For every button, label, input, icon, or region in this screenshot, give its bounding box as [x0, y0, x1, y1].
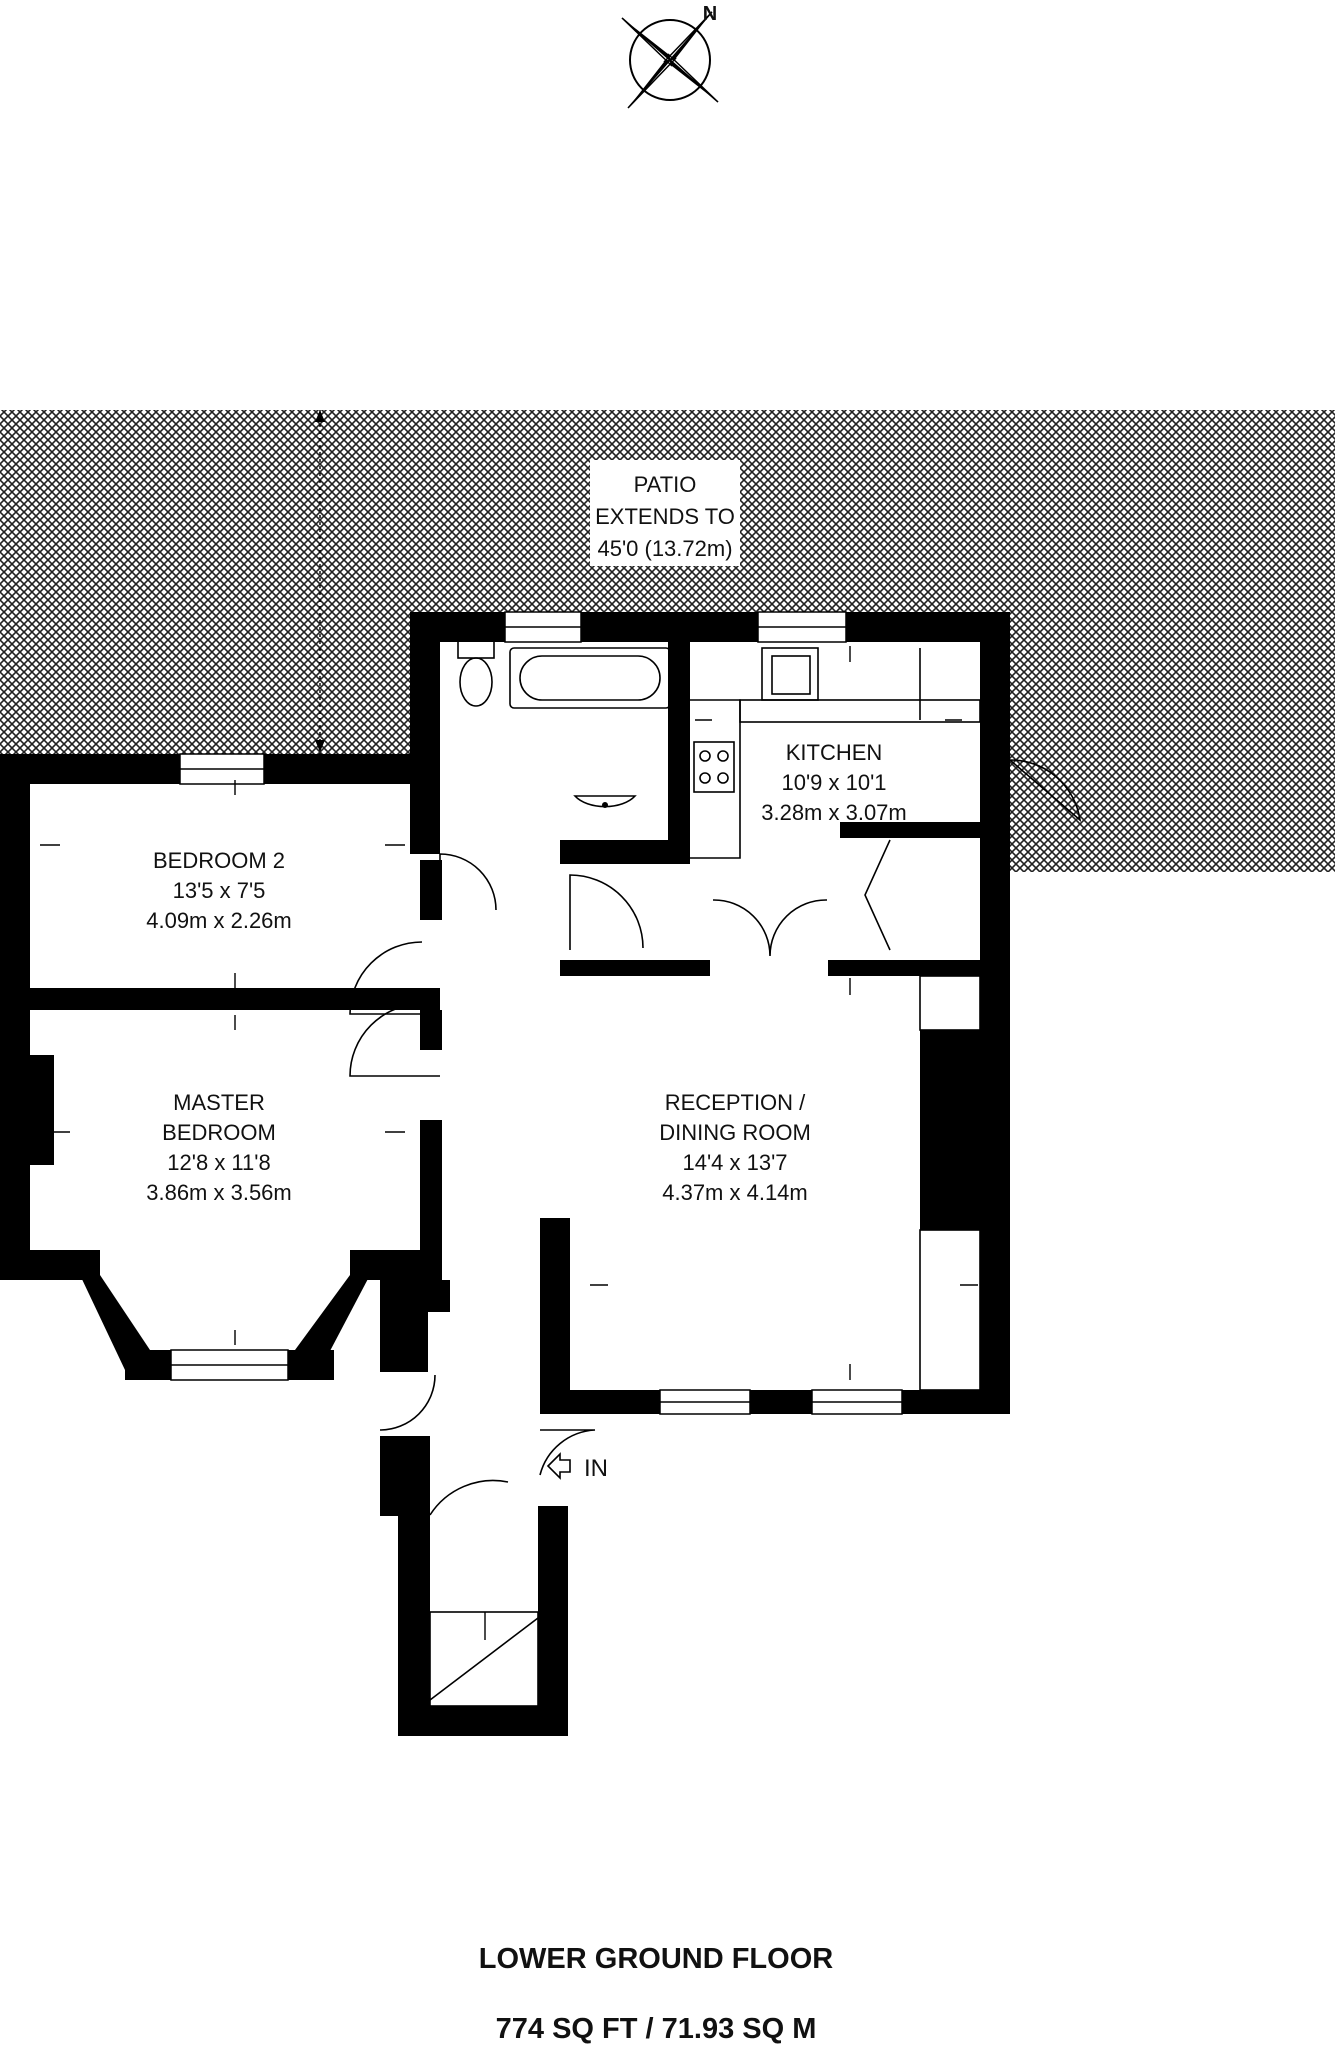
kitchen-metric: 3.28m x 3.07m [761, 800, 907, 825]
bathroom-fixtures [457, 639, 671, 808]
master-name-line2: BEDROOM [162, 1120, 276, 1145]
reception-label: RECEPTION / DINING ROOM 14'4 x 13'7 4.37… [659, 1090, 811, 1205]
kitchen-imperial: 10'9 x 10'1 [781, 770, 886, 795]
bedroom2-imperial: 13'5 x 7'5 [173, 878, 266, 903]
patio-label-box [590, 460, 740, 566]
bedroom2-name: BEDROOM 2 [153, 848, 285, 873]
floor-area: 774 SQ FT / 71.93 SQ M [496, 2013, 817, 2045]
floor-name: LOWER GROUND FLOOR [479, 1943, 833, 1975]
patio-dimension-arrow-bottom [315, 740, 325, 752]
entrance-arrow-icon [546, 1452, 571, 1480]
patio-label-line3: 45'0 (13.72m) [597, 536, 732, 561]
kitchen-name: KITCHEN [786, 740, 883, 765]
master-imperial: 12'8 x 11'8 [167, 1150, 270, 1175]
reception-name-line1: RECEPTION / [665, 1090, 806, 1115]
master-bedroom-label: MASTER BEDROOM 12'8 x 11'8 3.86m x 3.56m [146, 1090, 292, 1205]
doors [349, 759, 1082, 1516]
reception-metric: 4.37m x 4.14m [662, 1180, 808, 1205]
master-metric: 3.86m x 3.56m [146, 1180, 292, 1205]
kitchen-label: KITCHEN 10'9 x 10'1 3.28m x 3.07m [761, 740, 907, 825]
reception-fixtures [919, 975, 981, 1391]
entrance-label: IN [584, 1455, 608, 1482]
windows [170, 611, 903, 1415]
flat-interior [0, 612, 1010, 1735]
walls [0, 612, 1010, 1736]
patio-label-line2: EXTENDS TO [595, 504, 735, 529]
kitchen-fixtures [690, 647, 981, 859]
compass-north-label: N [703, 3, 717, 25]
reception-imperial: 14'4 x 13'7 [682, 1150, 787, 1175]
dimension-arrows [40, 646, 978, 1380]
master-name-line1: MASTER [173, 1090, 265, 1115]
bedroom2-label: BEDROOM 2 13'5 x 7'5 4.09m x 2.26m [146, 848, 292, 933]
staircase [429, 1611, 539, 1707]
reception-name-line2: DINING ROOM [659, 1120, 811, 1145]
bedroom2-metric: 4.09m x 2.26m [146, 908, 292, 933]
patio-area [0, 410, 1335, 872]
patio-label-line1: PATIO [634, 472, 697, 497]
compass-icon [621, 11, 719, 109]
patio-dimension-arrow-top [315, 410, 325, 422]
